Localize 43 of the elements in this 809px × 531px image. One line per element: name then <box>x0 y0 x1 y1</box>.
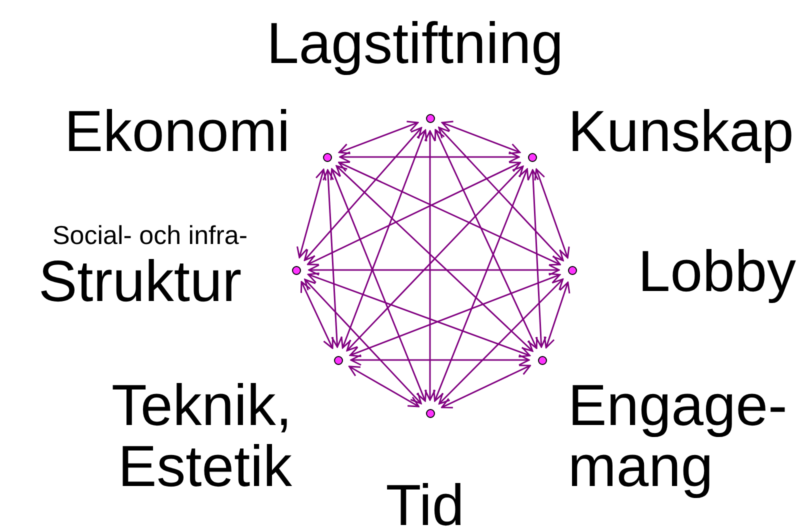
node-dot <box>528 152 536 162</box>
double-arrow <box>433 168 529 402</box>
node-label: Tid <box>384 476 466 531</box>
node-dot <box>426 114 434 122</box>
double-arrow <box>340 129 428 349</box>
double-arrow <box>438 278 564 405</box>
double-arrow <box>338 120 419 154</box>
double-arrow <box>304 127 422 261</box>
node-label: Struktur <box>37 252 243 313</box>
node-dot <box>568 266 576 274</box>
node-label: Teknik, Estetik <box>110 376 292 498</box>
double-arrow <box>296 168 326 258</box>
node-dot <box>538 356 546 364</box>
double-arrow <box>534 168 570 258</box>
node-label: Kunskap <box>568 102 795 163</box>
node-dot <box>334 356 342 364</box>
node-label: Ekonomi <box>63 102 290 163</box>
node-label: Engage- mang <box>568 376 788 498</box>
double-arrow <box>300 281 334 349</box>
double-arrow <box>339 151 520 163</box>
double-arrow <box>544 282 570 348</box>
node-dot <box>322 152 332 162</box>
double-arrow <box>349 272 561 358</box>
node-dot <box>292 266 300 274</box>
double-arrow <box>304 278 422 404</box>
double-arrow <box>307 272 531 358</box>
node-label: Lobby <box>638 242 798 303</box>
double-arrow <box>434 129 538 349</box>
double-arrow <box>350 354 530 366</box>
node-dot <box>426 408 434 418</box>
double-arrow <box>330 168 427 402</box>
double-arrow <box>308 264 560 276</box>
node-label: Social- och infra- <box>51 222 249 250</box>
double-arrow <box>322 169 342 348</box>
node-label: Lagstiftning <box>266 14 564 75</box>
double-arrow <box>424 130 436 401</box>
double-arrow <box>438 126 564 262</box>
double-arrow <box>441 120 521 154</box>
double-arrow <box>306 162 522 266</box>
double-arrow <box>527 169 547 348</box>
double-arrow <box>348 366 420 408</box>
double-arrow <box>441 364 531 408</box>
double-arrow <box>338 161 561 266</box>
